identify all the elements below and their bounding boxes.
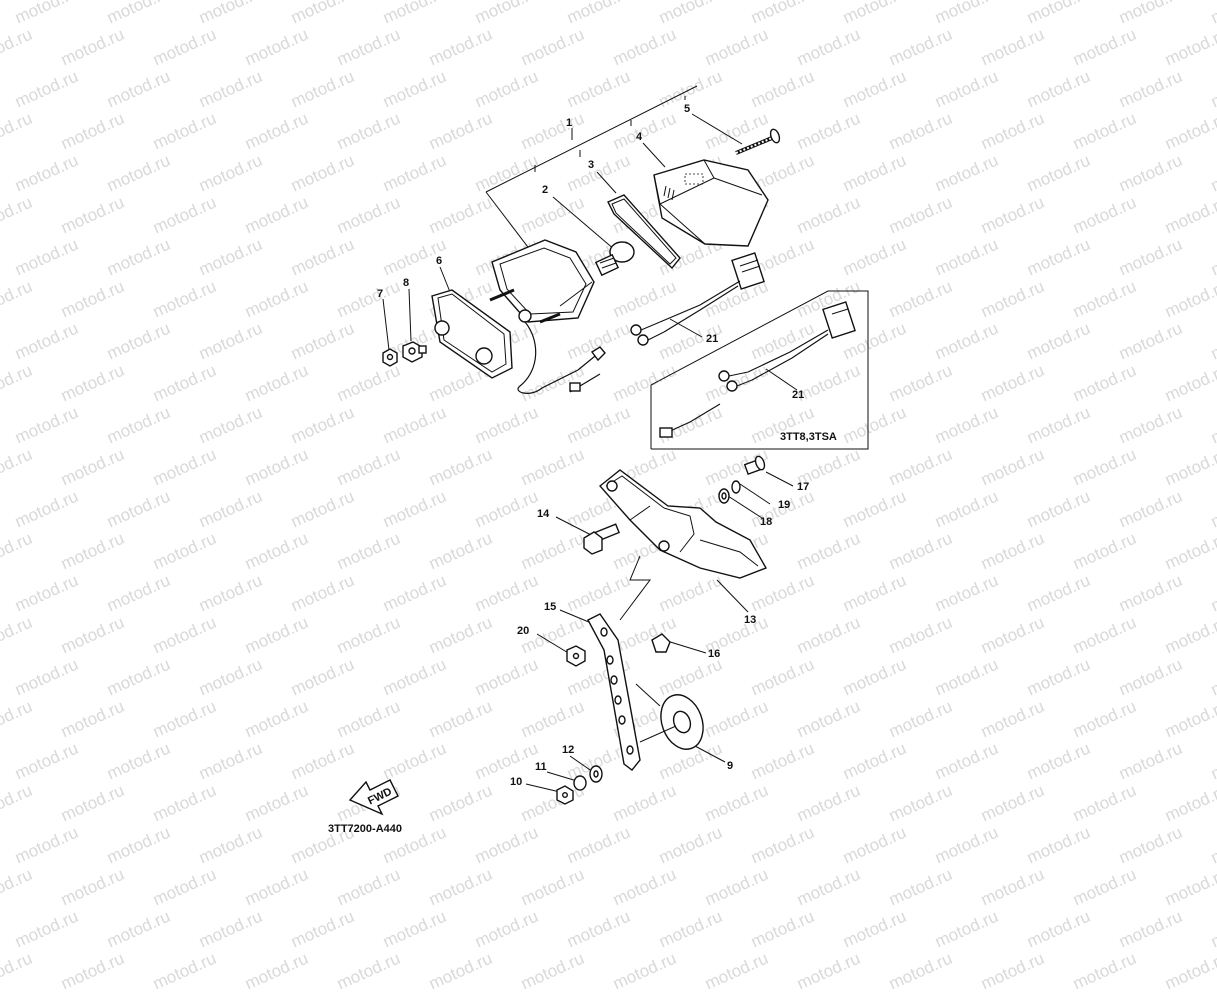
watermark-text: motod.ru: [1162, 948, 1217, 994]
callout-6: 6: [436, 255, 442, 267]
part-13-bracket: [598, 469, 768, 579]
watermark-text: motod.ru: [1024, 906, 1094, 952]
watermark-text: motod.ru: [1208, 906, 1217, 952]
part-16-nut: [651, 633, 671, 653]
watermark-text: motod.ru: [12, 906, 82, 952]
callout-20: 20: [517, 625, 529, 637]
exploded-parts-diagram: FWD 1 2 3 4 5 6 7 8 9 10 11 12 13 14 15 …: [328, 85, 869, 835]
callout-14: 14: [537, 508, 550, 520]
housing-wiring: [517, 321, 606, 394]
watermark-text: motod.ru: [748, 906, 818, 952]
watermark-text: motod.ru: [104, 906, 174, 952]
callout-18: 18: [760, 516, 772, 528]
callout-10: 10: [510, 776, 522, 788]
watermark-text: motod.ru: [518, 948, 588, 994]
watermark-text: motod.ru: [840, 906, 910, 952]
callout-21-main: 21: [706, 333, 718, 345]
callout-15: 15: [544, 601, 556, 613]
watermark-text: motod.ru: [242, 948, 312, 994]
part-5-screw: [735, 128, 781, 155]
part-6-base: [431, 289, 513, 379]
diagram-code: 3TT7200-A440: [328, 823, 402, 835]
part-3-gasket: [607, 194, 681, 270]
watermark-text: motod.ru: [978, 948, 1048, 994]
callout-19: 19: [778, 499, 790, 511]
callout-2: 2: [542, 184, 548, 196]
watermark-text: motod.ru: [380, 906, 450, 952]
callout-21-inset: 21: [792, 389, 804, 401]
watermark-text: motod.ru: [288, 906, 358, 952]
part-7-nut: [382, 348, 398, 367]
watermark-text: motod.ru: [1070, 948, 1140, 994]
callout-13: 13: [744, 614, 756, 626]
fwd-arrow-icon: FWD: [348, 779, 399, 816]
watermark-text: motod.ru: [334, 948, 404, 994]
callout-4: 4: [636, 131, 643, 143]
callout-11: 11: [535, 761, 547, 773]
part-12-washer: [589, 765, 603, 783]
inset-box: [650, 290, 869, 450]
callout-16: 16: [708, 648, 720, 660]
callout-1: 1: [566, 117, 572, 129]
callout-labels: 1 2 3 4 5 6 7 8 9 10 11 12 13 14 15 16 1…: [377, 103, 809, 788]
watermark-text: motod.ru: [794, 948, 864, 994]
part-2-bulb: [594, 241, 635, 277]
part-20-nut: [566, 645, 586, 667]
watermark-text: motod.ru: [426, 948, 496, 994]
watermark-text: motod.ru: [656, 906, 726, 952]
watermark-text: motod.ru: [610, 948, 680, 994]
callout-17: 17: [797, 481, 809, 493]
part-17-bolt: [743, 455, 766, 475]
part-1-housing: [489, 239, 595, 324]
part-15-plate: [587, 613, 641, 771]
callout-12: 12: [562, 744, 574, 756]
watermark-text: motod.ru: [564, 906, 634, 952]
watermark-text: motod.ru: [702, 948, 772, 994]
part-19-washer: [731, 480, 741, 494]
inset-label: 3TT8,3TSA: [780, 431, 837, 443]
part-11-washer: [573, 775, 587, 791]
callout-8: 8: [403, 277, 409, 289]
part-10-nut: [556, 785, 574, 805]
watermark-text: motod.ru: [886, 948, 956, 994]
part-18-washer: [718, 488, 730, 504]
watermark-text: motod.ru: [472, 906, 542, 952]
watermark-text: motod.ru: [0, 948, 36, 994]
watermark-text: motod.ru: [196, 906, 266, 952]
callout-7: 7: [377, 288, 383, 300]
callout-3: 3: [588, 159, 594, 171]
part-21-harness: [630, 252, 765, 346]
part-4-lens: [653, 159, 769, 247]
watermark-text: motod.ru: [932, 906, 1002, 952]
callout-5: 5: [684, 103, 690, 115]
watermark-text: motod.ru: [58, 948, 128, 994]
watermark-text: motod.ru: [1116, 906, 1186, 952]
part-14-bolt: [583, 523, 620, 555]
watermark-text: motod.ru: [150, 948, 220, 994]
callout-9: 9: [727, 760, 733, 772]
part-8-collar: [402, 341, 427, 363]
part-9-reflector: [639, 694, 704, 750]
